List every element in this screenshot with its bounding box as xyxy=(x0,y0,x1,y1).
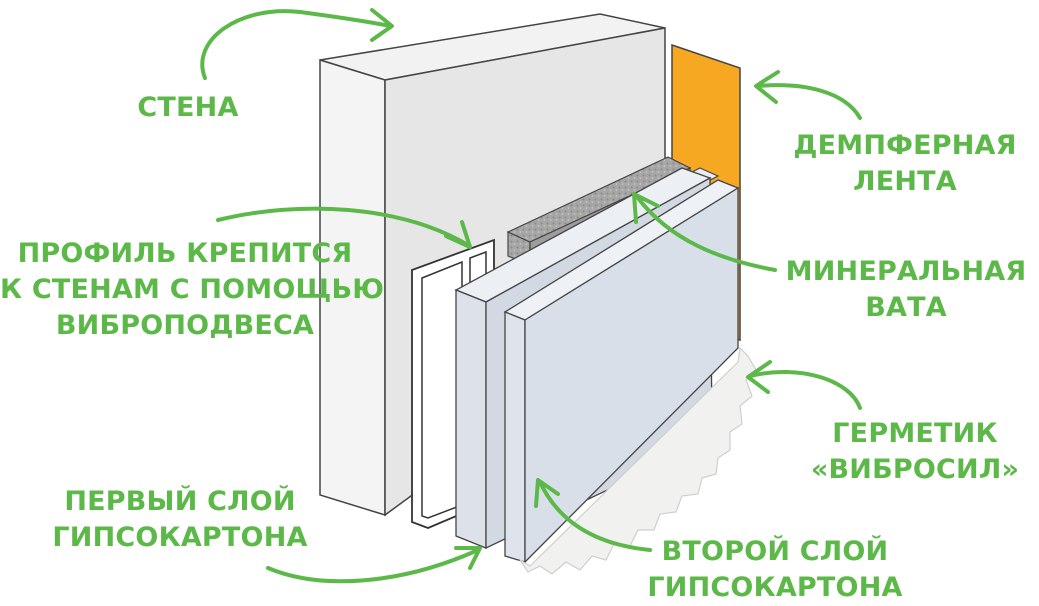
label-damper-tape: ДЕМПФЕРНАЯ ЛЕНТА xyxy=(780,128,1030,200)
label-mineral-wool-line-1: МИНЕРАЛЬНАЯ xyxy=(785,256,1027,287)
arrow-second-layer xyxy=(534,478,652,552)
arrow-mineral-wool xyxy=(632,192,777,272)
label-mineral-wool: МИНЕРАЛЬНАЯ ВАТА xyxy=(776,254,1036,326)
label-damper-tape-line-1: ДЕМПФЕРНАЯ xyxy=(793,130,1017,161)
label-wall-line-1: СТЕНА xyxy=(137,92,239,123)
label-damper-tape-line-2: ЛЕНТА xyxy=(853,166,957,197)
label-profile: ПРОФИЛЬ КРЕПИТСЯ К СТЕНАМ С ПОМОЩЬЮ ВИБР… xyxy=(0,236,385,344)
label-wall: СТЕНА xyxy=(128,90,248,126)
label-sealant-line-2: «ВИБРОСИЛ» xyxy=(810,454,1020,485)
label-mineral-wool-line-2: ВАТА xyxy=(865,292,947,323)
label-first-layer-line-2: ГИПСОКАРТОНА xyxy=(52,522,308,553)
arrows xyxy=(200,8,862,584)
second-gypsum-board xyxy=(503,179,740,564)
label-profile-line-2: К СТЕНАМ С ПОМОЩЬЮ xyxy=(0,274,385,305)
second-board-side xyxy=(524,186,739,564)
label-profile-line-1: ПРОФИЛЬ КРЕПИТСЯ xyxy=(17,238,353,269)
second-board-front xyxy=(504,311,526,563)
profile-inner-1 xyxy=(421,260,463,519)
arrow-first-layer xyxy=(266,546,482,584)
first-board-front xyxy=(455,289,487,549)
label-sealant-line-1: ГЕРМЕТИК xyxy=(832,418,998,449)
arrow-wall xyxy=(200,8,394,80)
arrow-profile xyxy=(216,206,472,249)
arrow-damper-tape xyxy=(754,70,862,120)
label-second-layer-line-1: ВТОРОЙ СЛОЙ xyxy=(661,536,889,567)
label-profile-line-3: ВИБРОПОДВЕСА xyxy=(55,310,315,341)
label-sealant: ГЕРМЕТИК «ВИБРОСИЛ» xyxy=(800,416,1030,488)
arrow-sealant xyxy=(746,360,862,410)
label-second-layer-line-2: ГИПСОКАРТОНА xyxy=(647,572,903,603)
label-second-layer: ВТОРОЙ СЛОЙ ГИПСОКАРТОНА xyxy=(640,534,910,606)
label-first-layer-line-1: ПЕРВЫЙ СЛОЙ xyxy=(64,486,296,517)
label-first-layer: ПЕРВЫЙ СЛОЙ ГИПСОКАРТОНА xyxy=(50,484,310,556)
